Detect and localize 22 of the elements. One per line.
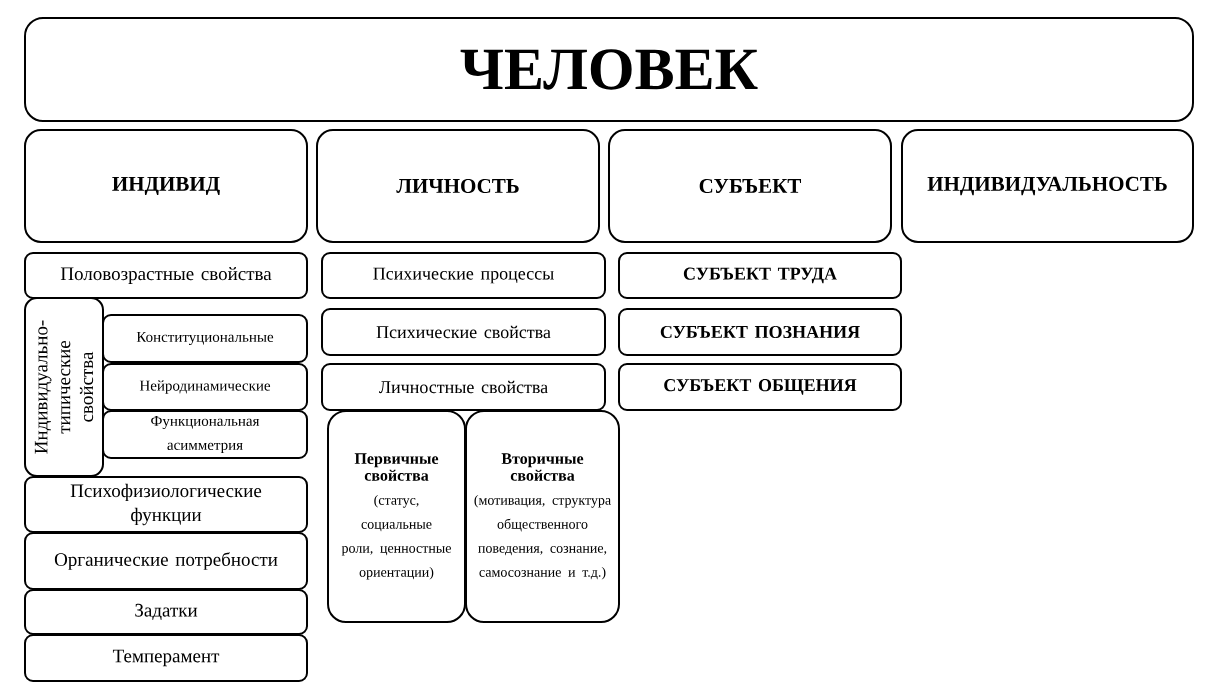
- property-box: Задатки: [24, 589, 308, 635]
- subject-box: СУБЪЕКТ ОБЩЕНИЯ: [618, 363, 902, 411]
- property-box: Личностные свойства: [321, 363, 606, 411]
- property-box: Психические процессы: [321, 252, 606, 299]
- category-box: СУБЪЕКТ: [608, 129, 892, 243]
- property-box: Органические потребности: [24, 532, 308, 590]
- property-box: Нейродинамические: [102, 363, 308, 411]
- category-box: ИНДИВИДУАЛЬНОСТЬ: [901, 129, 1194, 243]
- group-box: Индивидуально-типические свойства: [24, 297, 104, 477]
- property-box: Психофизиологические функции: [24, 476, 308, 533]
- property-box: Конституциональные: [102, 314, 308, 363]
- subject-box: СУБЪЕКТ ПОЗНАНИЯ: [618, 308, 902, 356]
- subject-box: СУБЪЕКТ ТРУДА: [618, 252, 902, 299]
- title-box: ЧЕЛОВЕК: [24, 17, 1194, 122]
- property-box: Первичные свойства (статус, социальные роли, ценностные ориентации): [327, 410, 466, 623]
- property-box: Функциональная асимметрия: [102, 410, 308, 459]
- property-box: Темперамент: [24, 634, 308, 682]
- property-box: Половозрастные свойства: [24, 252, 308, 299]
- category-box: ЛИЧНОСТЬ: [316, 129, 600, 243]
- property-box: Психические свойства: [321, 308, 606, 356]
- property-box: Вторичные свойства (мотивация, структура общественного поведения, сознание, самосознание и т.д.): [465, 410, 620, 623]
- category-box: ИНДИВИД: [24, 129, 308, 243]
